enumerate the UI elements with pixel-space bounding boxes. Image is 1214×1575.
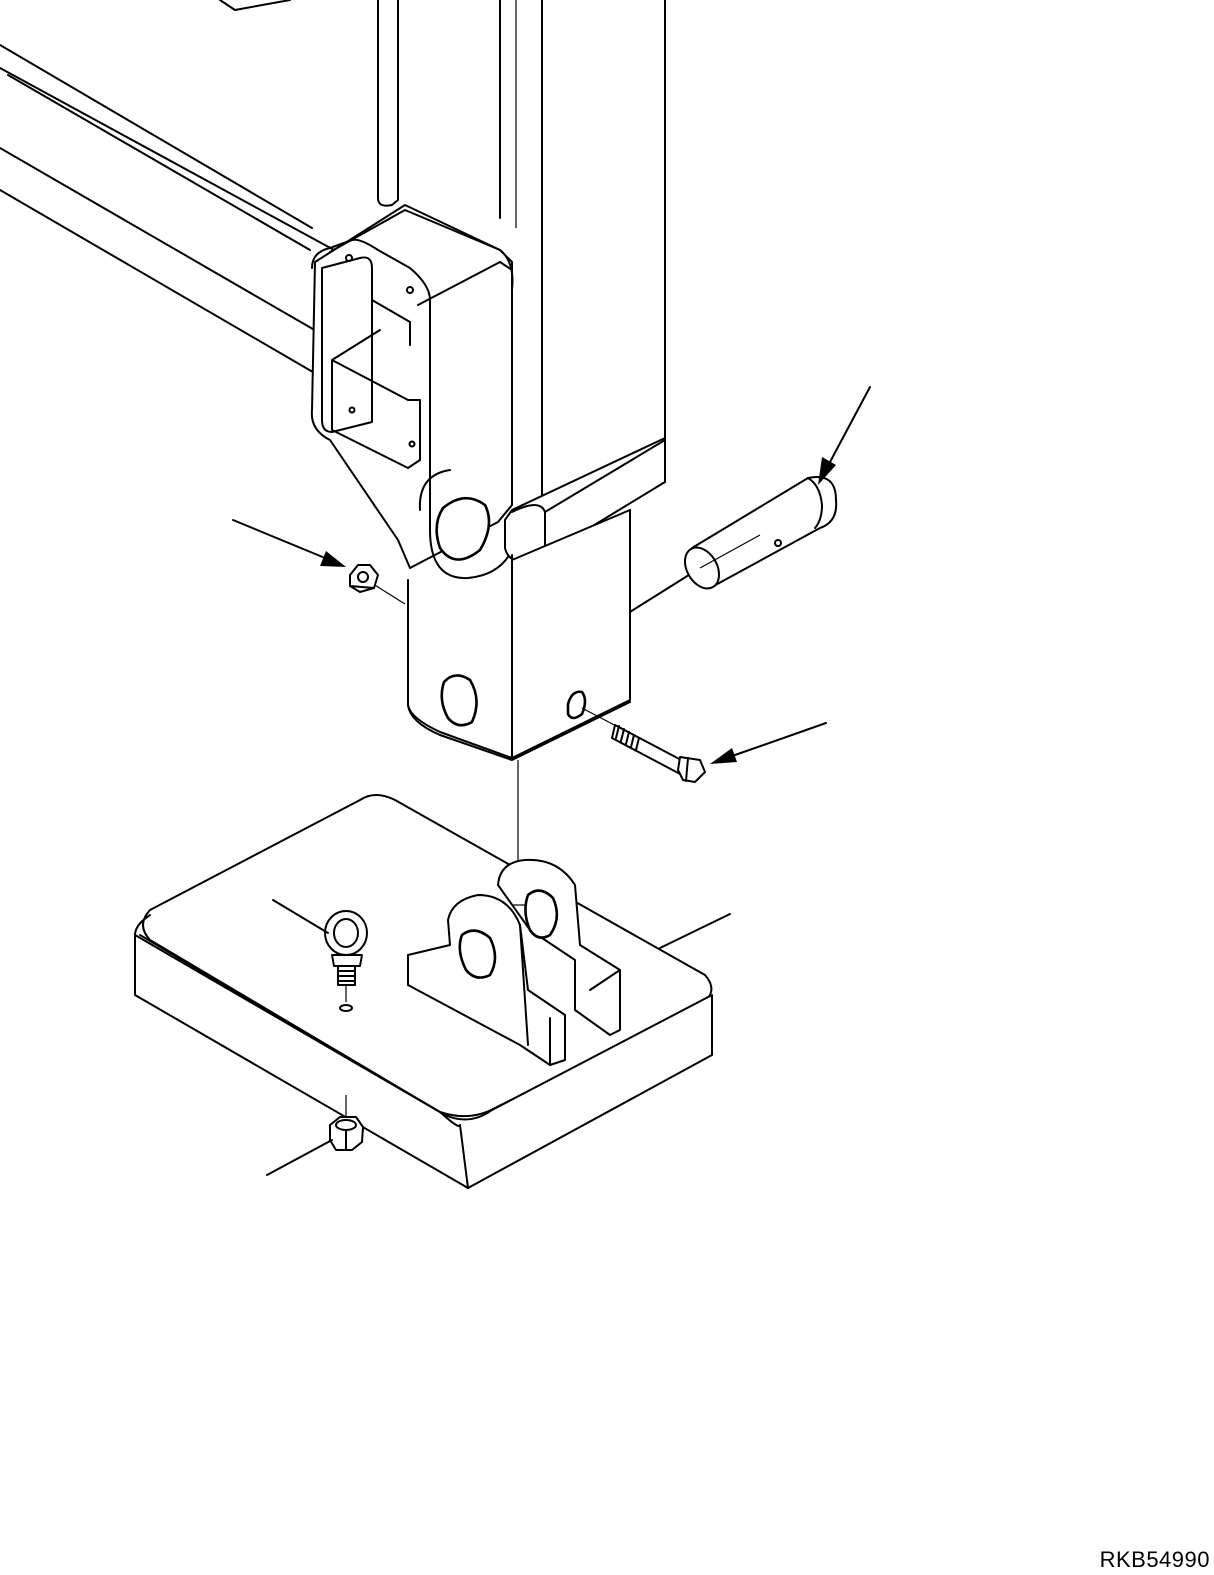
outrigger-foot-pad bbox=[135, 795, 730, 1188]
pad-nut bbox=[330, 1095, 363, 1150]
mast-sleeve-bracket bbox=[312, 0, 665, 578]
lock-nut bbox=[350, 565, 378, 592]
leader-lines bbox=[233, 387, 870, 1175]
pivot-pin bbox=[678, 477, 836, 595]
figure-code: RKB54990 bbox=[1099, 1547, 1210, 1572]
boom-frame bbox=[0, 0, 380, 375]
eye-bolt bbox=[325, 911, 367, 1011]
retaining-bolt bbox=[582, 708, 705, 782]
inner-leg-tube bbox=[370, 510, 700, 860]
